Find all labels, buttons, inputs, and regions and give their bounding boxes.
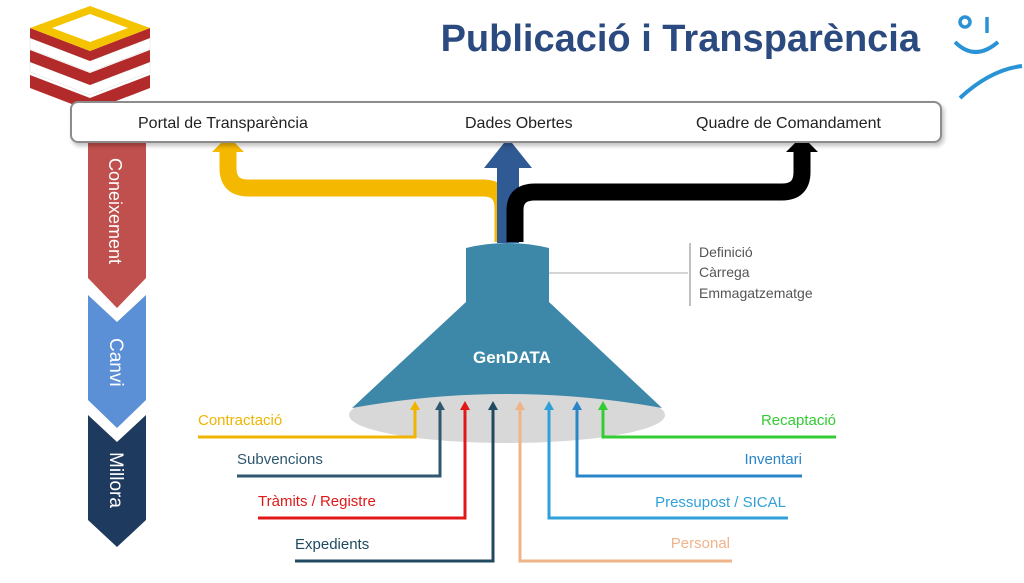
source-arrow-tramits (460, 401, 470, 410)
logo-stack (29, 6, 151, 111)
stage-label-canvi: Canvi (105, 338, 126, 387)
arrow-quadre-head (786, 136, 818, 152)
source-label-pressupost: Pressupost / SICAL (655, 494, 786, 511)
source-label-personal: Personal (670, 535, 730, 552)
source-label-expedients: Expedients (295, 536, 370, 553)
source-label-inventari: Inventari (744, 451, 802, 468)
process-step-definicio: Definició (699, 244, 753, 260)
stage-chevron-millora (88, 415, 146, 547)
smiley-logo (953, 15, 1023, 100)
process-step-carrega: Càrrega (699, 264, 750, 280)
source-line-contractacio (198, 407, 417, 439)
source-label-recaptacio: Recaptació (760, 412, 836, 429)
source-line-inventari (575, 407, 802, 478)
output-label-quadre: Quadre de Comandament (696, 115, 881, 132)
source-label-subvencions: Subvencions (237, 451, 323, 468)
source-line-subvencions (237, 407, 442, 478)
source-line-recaptacio (601, 407, 836, 439)
output-label-portal: Portal de Transparència (138, 115, 308, 132)
funnel-label: GenDATA (473, 348, 551, 367)
source-label-contractacio: Contractació (198, 412, 283, 429)
source-line-expedients (295, 407, 495, 563)
source-arrow-inventari (572, 401, 582, 410)
source-arrow-recaptacio (598, 401, 608, 410)
source-label-tramits: Tràmits / Registre (258, 493, 376, 510)
source-line-pressupost (547, 407, 788, 520)
source-arrow-personal (515, 401, 525, 410)
process-step-emmagatzematge: Emmagatzematge (699, 285, 813, 301)
stage-chevron-coneixement (88, 138, 146, 308)
stage-label-millora: Millora (105, 452, 126, 508)
flow-portal (219, 150, 512, 242)
source-line-tramits (258, 407, 467, 520)
page-title: Publicació i Transparència (440, 18, 920, 60)
output-label-dades: Dades Obertes (465, 115, 573, 132)
flow-quadre (506, 150, 811, 242)
source-line-personal (518, 407, 732, 563)
output-bar: Portal de Transparència Dades Obertes Qu… (70, 101, 942, 143)
stage-label-coneixement: Coneixement (105, 158, 125, 265)
source-arrow-contractacio (410, 401, 420, 410)
arrow-portal-head (212, 136, 244, 152)
stage-chevron-canvi (88, 295, 146, 428)
arrow-dades-head (484, 138, 532, 168)
source-arrow-expedients (488, 401, 498, 410)
funnel-body (352, 243, 662, 408)
source-arrow-subvencions (435, 401, 445, 410)
funnel-base (349, 387, 665, 443)
source-arrow-pressupost (544, 401, 554, 410)
